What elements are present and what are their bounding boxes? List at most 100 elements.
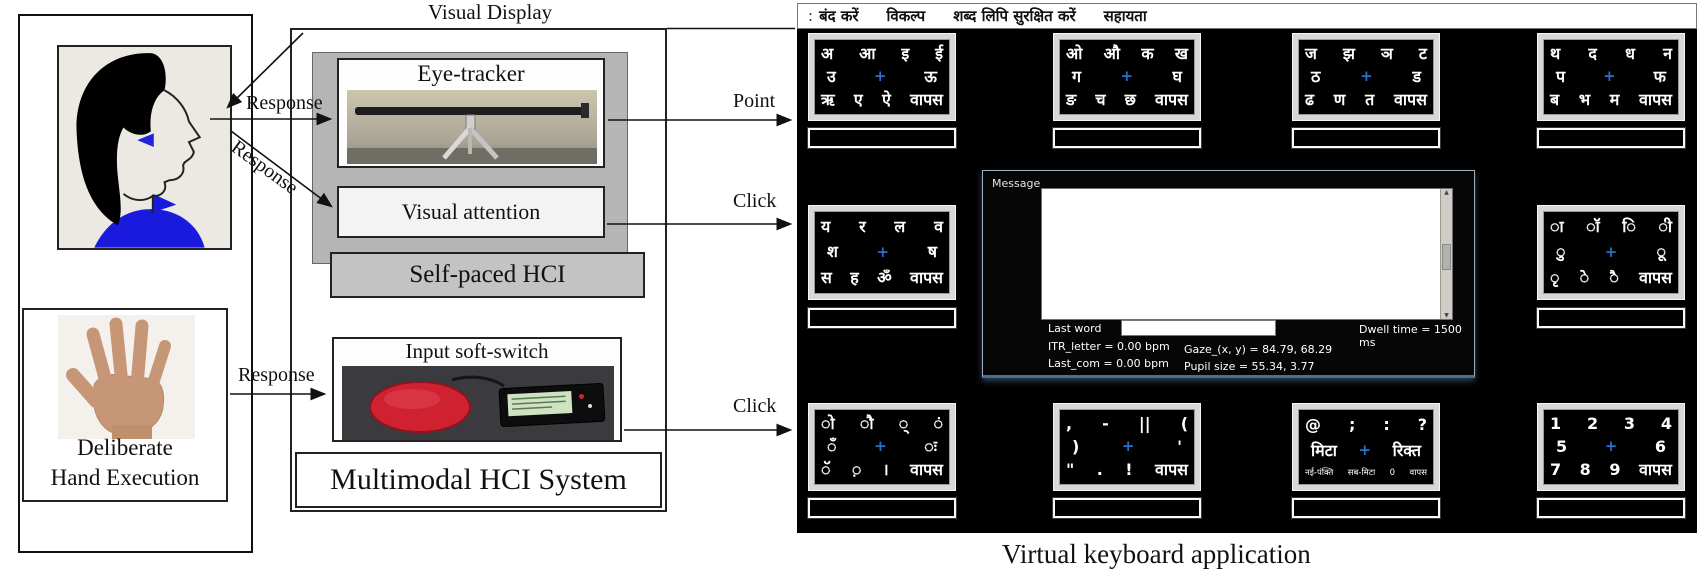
key[interactable]: र <box>859 216 866 236</box>
key[interactable]: वापस <box>1639 90 1672 110</box>
key[interactable]: छ <box>1124 90 1136 110</box>
key[interactable]: ङ <box>1066 90 1077 110</box>
key[interactable]: ज <box>1305 43 1317 63</box>
key[interactable]: 9 <box>1609 460 1621 480</box>
key[interactable]: ौ <box>859 413 874 433</box>
key[interactable]: स <box>821 268 832 288</box>
key[interactable]: थ <box>1550 43 1561 63</box>
key[interactable]: , <box>1066 413 1073 433</box>
key[interactable]: ए <box>853 90 863 110</box>
key[interactable]: 3 <box>1623 413 1636 433</box>
scroll-down-icon[interactable]: ▼ <box>1444 312 1449 319</box>
key[interactable]: ञ <box>1381 43 1393 63</box>
menu-item-2[interactable]: शब्द लिपि सुरक्षित करें <box>953 7 1076 25</box>
key[interactable]: ट <box>1418 43 1427 63</box>
key[interactable]: प <box>1556 66 1566 86</box>
key[interactable]: झ <box>1342 43 1355 63</box>
key[interactable]: । <box>882 460 889 480</box>
key[interactable]: 7 <box>1550 460 1562 480</box>
key[interactable]: इ <box>901 43 910 63</box>
key[interactable]: 1 <box>1550 413 1562 433</box>
last-word-input[interactable] <box>1121 320 1276 336</box>
key[interactable]: ल <box>894 216 906 236</box>
key[interactable]: औ <box>1103 43 1121 63</box>
key[interactable]: ॐ <box>877 268 892 288</box>
key[interactable]: ई <box>935 43 943 63</box>
key[interactable]: ह <box>850 268 859 288</box>
key[interactable]: ः <box>924 436 937 456</box>
key[interactable]: ' <box>1177 436 1182 456</box>
menu-item-3[interactable]: सहायता <box>1103 7 1147 25</box>
key[interactable]: 2 <box>1586 413 1599 433</box>
key[interactable]: य <box>821 216 831 236</box>
key[interactable]: वापस <box>1155 90 1188 110</box>
key[interactable]: आ <box>859 43 876 63</box>
key[interactable]: मिटा <box>1311 440 1337 460</box>
key[interactable]: वापस <box>1394 90 1427 110</box>
key[interactable]: फ <box>1653 66 1666 86</box>
key[interactable]: उ <box>827 66 836 86</box>
key[interactable]: त <box>1365 90 1375 110</box>
key-group-matras-2[interactable]: ोौ्ंँ+ःॅ़।वापस <box>808 403 956 491</box>
key[interactable]: 0 <box>1389 467 1396 478</box>
key[interactable]: वापस <box>1639 268 1672 288</box>
key[interactable]: वापस <box>910 90 943 110</box>
key[interactable]: अ <box>821 43 834 63</box>
key[interactable]: वापस <box>910 460 943 480</box>
key[interactable]: वापस <box>910 268 943 288</box>
menu-item-1[interactable]: विकल्प <box>886 7 926 25</box>
key[interactable]: नई-पंक्ति <box>1305 467 1334 478</box>
key[interactable]: ी <box>1658 216 1672 236</box>
key[interactable]: 8 <box>1579 460 1591 480</box>
key[interactable]: ? <box>1417 414 1427 434</box>
key[interactable]: ; <box>1348 414 1356 434</box>
key[interactable]: ण <box>1333 90 1346 110</box>
key[interactable]: न <box>1663 43 1672 63</box>
key[interactable]: ध <box>1625 43 1635 63</box>
key[interactable]: क <box>1141 43 1154 63</box>
key[interactable]: ख <box>1174 43 1188 63</box>
key[interactable]: ऊ <box>924 66 937 86</box>
key[interactable]: रिक्त <box>1392 440 1421 460</box>
key[interactable]: ओ <box>1066 43 1083 63</box>
key[interactable]: 5 <box>1556 436 1568 456</box>
key[interactable]: ं <box>933 413 943 433</box>
key[interactable]: ा <box>1550 216 1564 236</box>
key[interactable]: ृ <box>1550 268 1560 288</box>
key[interactable]: ! <box>1125 460 1133 480</box>
key[interactable]: ) <box>1072 436 1080 456</box>
key[interactable]: घ <box>1172 66 1182 86</box>
key[interactable]: || <box>1138 413 1151 433</box>
key[interactable]: ष <box>927 242 937 262</box>
key[interactable]: भ <box>1578 90 1591 110</box>
scrollbar-thumb[interactable] <box>1442 243 1451 270</box>
key[interactable]: े <box>1579 268 1590 288</box>
key[interactable]: " <box>1066 460 1075 480</box>
key[interactable]: म <box>1609 90 1620 110</box>
key[interactable]: ि <box>1622 216 1636 236</box>
menu-item-0[interactable]: बंद करें <box>819 7 859 25</box>
key[interactable]: - <box>1102 413 1109 433</box>
key[interactable]: वापस <box>1155 460 1188 480</box>
key-group-matras-1[interactable]: ाॉिीु+ूृेैवापस <box>1537 205 1685 300</box>
key[interactable]: 6 <box>1654 436 1666 456</box>
key[interactable]: ॉ <box>1586 216 1600 236</box>
scroll-up-icon[interactable]: ▲ <box>1444 189 1449 196</box>
key[interactable]: ु <box>1556 242 1566 262</box>
key[interactable]: ठ <box>1311 66 1321 86</box>
key[interactable]: ड <box>1412 66 1421 86</box>
key[interactable]: वापस <box>1639 460 1672 480</box>
key[interactable]: ँ <box>827 436 837 456</box>
key-group-punctuation[interactable]: ,-||()+'".!वापस <box>1053 403 1201 491</box>
key[interactable]: ू <box>1656 242 1666 262</box>
key[interactable]: ॅ <box>821 460 831 480</box>
key[interactable]: ( <box>1180 413 1188 433</box>
key[interactable]: व <box>934 216 943 236</box>
